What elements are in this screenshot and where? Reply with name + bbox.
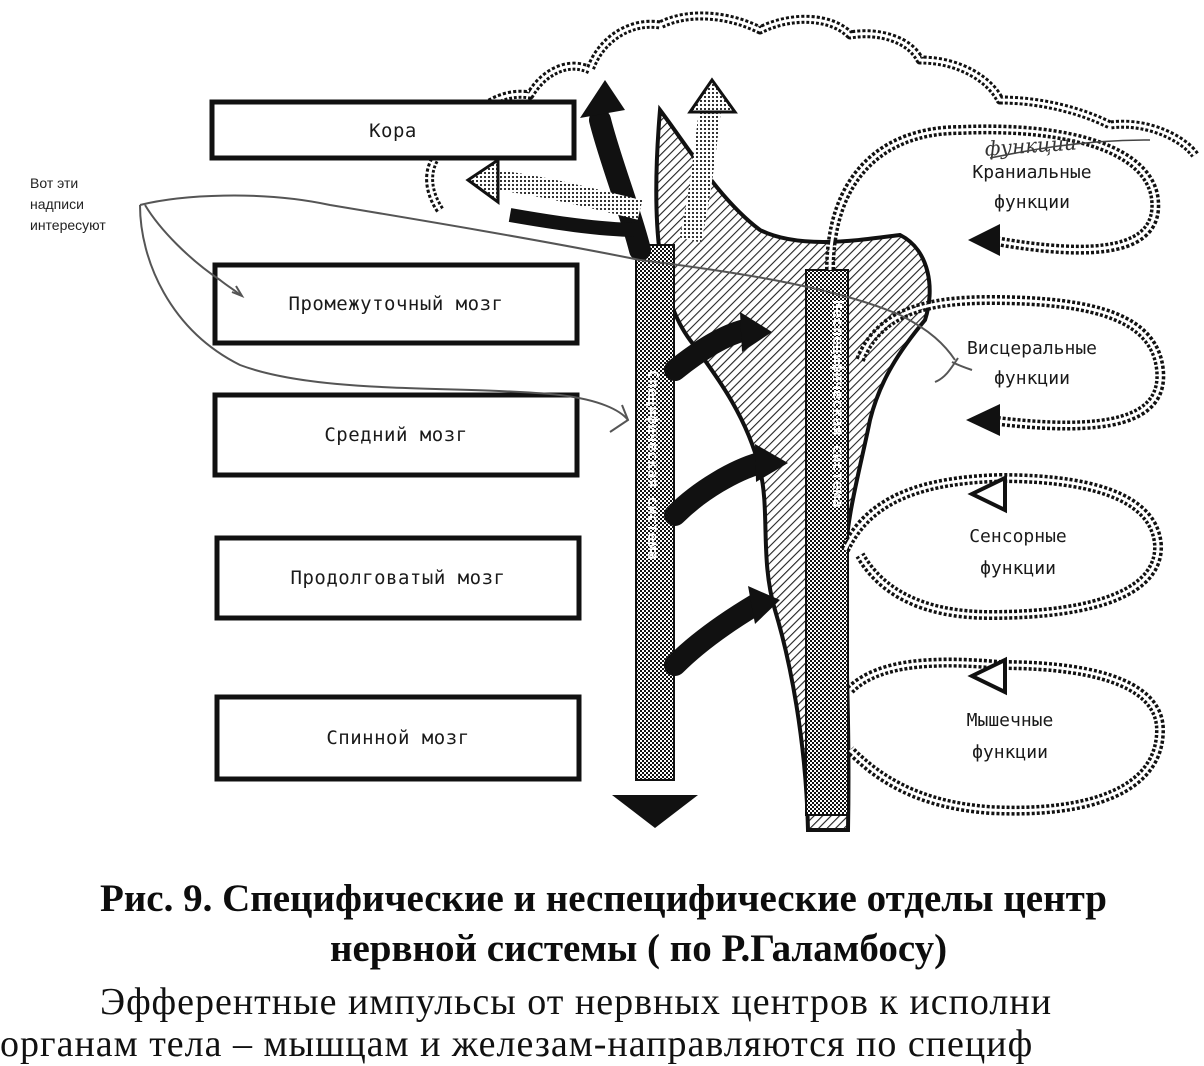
- body-text-line-2: органам тела – мышцам и железам-направля…: [0, 1023, 1034, 1065]
- svg-text:Мышечные: Мышечные: [967, 710, 1054, 731]
- label-cranial-functions: Краниальные функции: [972, 162, 1091, 213]
- box-label: Спинной мозг: [326, 727, 469, 749]
- box-label: Кора: [369, 120, 417, 142]
- cns-diagram: Неспецифическая система Специфическая си…: [139, 11, 1199, 832]
- box-spinal-cord: Спинной мозг: [214, 694, 582, 782]
- annotation-line-2: надписи: [30, 196, 84, 212]
- svg-text:Висцеральные: Висцеральные: [967, 338, 1097, 359]
- box-diencephalon: Промежуточный мозг: [212, 262, 580, 346]
- svg-text:функции: функции: [980, 558, 1056, 579]
- svg-text:Краниальные: Краниальные: [972, 162, 1091, 183]
- svg-text:функции: функции: [994, 368, 1070, 389]
- box-label: Средний мозг: [324, 424, 467, 446]
- svg-text:функции: функции: [994, 192, 1070, 213]
- specific-system-label: Специфическая система: [644, 370, 662, 560]
- label-muscle-functions: Мышечные функции: [967, 710, 1054, 763]
- label-sensory-functions: Сенсорные функции: [969, 526, 1067, 579]
- annotation-lines: [139, 194, 973, 433]
- figure-caption-line-1: Рис. 9. Специфические и неспецифические …: [100, 877, 1107, 920]
- box-label: Промежуточный мозг: [289, 293, 504, 315]
- svg-text:функции: функции: [972, 742, 1048, 763]
- annotation-line-3: интересуют: [30, 217, 106, 233]
- box-midbrain: Средний мозг: [212, 392, 580, 478]
- box-cortex: Кора: [209, 99, 577, 161]
- figure-caption-line-2: нервной системы ( по Р.Галамбосу): [330, 927, 948, 970]
- box-medulla: Продолговатый мозг: [214, 535, 582, 621]
- nonspecific-system-label: Неспецифическая система: [829, 300, 847, 508]
- annotation-line-1: Вот эти: [30, 175, 79, 191]
- svg-text:Сенсорные: Сенсорные: [969, 526, 1067, 547]
- box-label: Продолговатый мозг: [291, 567, 506, 589]
- label-visceral-functions: Висцеральные функции: [967, 338, 1097, 389]
- body-text-line-1: Эфферентные импульсы от нервных центров …: [100, 981, 1053, 1023]
